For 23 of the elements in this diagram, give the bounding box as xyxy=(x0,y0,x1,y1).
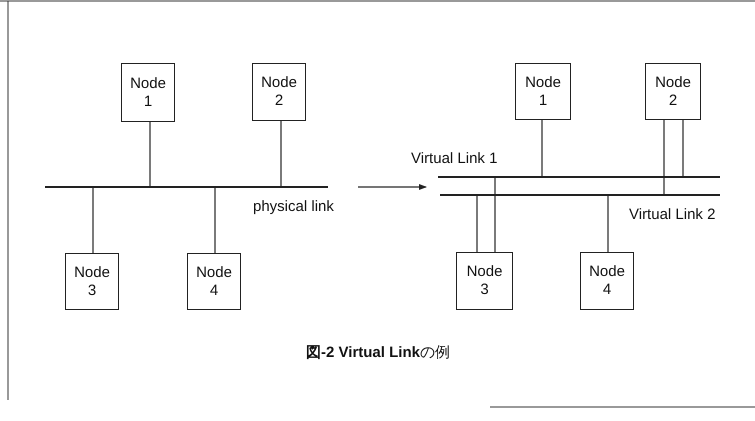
link-line xyxy=(92,188,94,253)
link-line xyxy=(607,196,609,252)
link-line xyxy=(494,178,496,252)
link-line xyxy=(682,120,684,176)
link-line xyxy=(663,120,665,194)
node-box: Node 4 xyxy=(580,252,634,310)
link-line xyxy=(149,122,151,186)
link-line xyxy=(214,188,216,253)
bus-label: physical link xyxy=(252,198,335,215)
node-box: Node 2 xyxy=(645,63,701,120)
link-line xyxy=(280,121,282,186)
bus-line xyxy=(45,186,328,188)
bus-line xyxy=(440,194,720,196)
node-box: Node 1 xyxy=(515,63,571,120)
node-box: Node 2 xyxy=(252,63,306,121)
node-box: Node 3 xyxy=(456,252,513,310)
node-box: Node 3 xyxy=(65,253,119,310)
link-line xyxy=(476,196,478,252)
figure-caption: 図-2 Virtual Linkの例 xyxy=(305,343,451,362)
link-line xyxy=(541,120,543,176)
node-box: Node 1 xyxy=(121,63,175,122)
node-box: Node 4 xyxy=(187,253,241,310)
bus-line xyxy=(438,176,720,178)
